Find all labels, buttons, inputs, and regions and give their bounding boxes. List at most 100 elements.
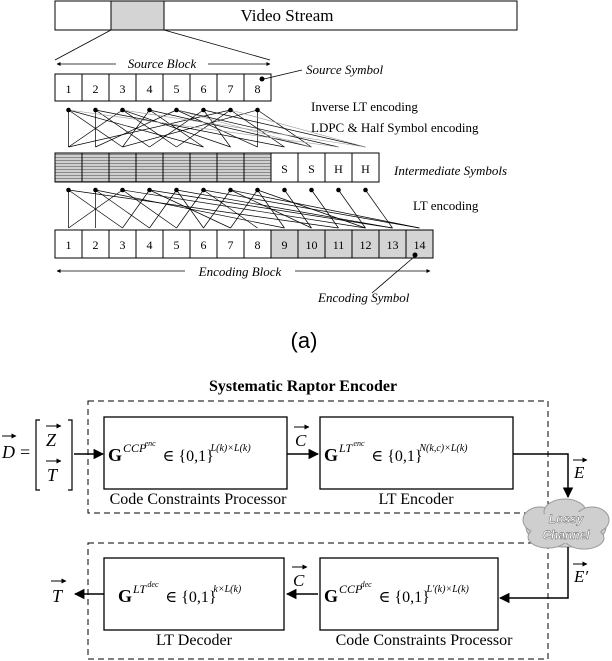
inverse-lt-edge [230, 109, 366, 148]
output-T: T [52, 586, 64, 606]
matrix-superscript-sub: enc [353, 439, 365, 448]
source-symbol-text: 4 [147, 82, 153, 96]
source-symbol-text: 3 [120, 82, 126, 96]
source-symbol-cell: 7 [216, 73, 245, 102]
set-membership: ∈ {0,1} [165, 589, 216, 606]
input-vector: D = Z T [1, 419, 73, 491]
lt-node [147, 187, 152, 193]
input-D: D [1, 442, 15, 462]
source-symbol-text: 2 [93, 82, 99, 96]
source-symbol-pointer [263, 69, 303, 80]
intermediate-hatched-cell [108, 152, 137, 183]
inverse-lt-node [228, 107, 233, 113]
matrix-dimension: N(k,c)×L(k) [418, 443, 468, 454]
matrix-superscript: CCP [339, 582, 363, 596]
encoding-symbol-text: 6 [201, 238, 207, 252]
inverse-lt-edge [68, 109, 231, 148]
encoding-symbol-text: 13 [387, 238, 399, 252]
lt-encoder-box [319, 416, 514, 490]
encoding-symbol-text: 10 [306, 238, 318, 252]
lt-encoding-label: LT encoding [413, 198, 479, 213]
lt-edge [149, 189, 393, 229]
lt-decoder-label: LT Decoder [156, 632, 233, 649]
encoding-symbol-cell: 8 [243, 229, 272, 259]
ccp-encoder-label: Code Constraints Processor [110, 491, 288, 508]
video-stream-label: Video Stream [241, 6, 334, 25]
encoding-symbol-text: 14 [414, 238, 426, 252]
inverse-lt-node [201, 107, 206, 113]
matrix-superscript: CCP [123, 441, 147, 455]
source-symbol-cell: 2 [81, 73, 110, 102]
source-symbol-cell: 8 [243, 73, 272, 102]
lt-node [201, 187, 206, 193]
matrix-G: G [324, 586, 338, 606]
c-label-dec: C [293, 571, 305, 590]
source-symbol-cell: 5 [162, 73, 191, 102]
encoding-symbol-cell: 10 [297, 229, 326, 259]
lt-node [336, 187, 341, 193]
ccp-encoder-box [103, 416, 288, 490]
encoding-symbol-cell: 4 [135, 229, 164, 259]
inverse-lt-edge [176, 109, 312, 148]
set-membership: ∈ {0,1} [379, 589, 430, 606]
bracket-right [68, 419, 73, 491]
encoding-symbol-cell: 2 [81, 229, 110, 259]
lt-edge [95, 189, 285, 229]
inverse-lt-node [120, 107, 125, 113]
lt-node [228, 187, 233, 193]
inverse-lt-edge [122, 109, 258, 148]
lt-edge [122, 189, 177, 229]
e-label: E [573, 463, 585, 482]
e-arrow [513, 453, 574, 499]
matrix-dimension: k×L(k) [213, 584, 242, 595]
lt-edge [365, 189, 393, 229]
source-symbol-text: 7 [228, 82, 234, 96]
source-symbol-dot [259, 76, 265, 82]
video-stream-segment [110, 0, 165, 31]
lt-node [66, 187, 71, 193]
ccp-decoder-label: Code Constraints Processor [336, 632, 514, 649]
lossy-label-1: Lossy [549, 512, 585, 526]
intermediate-symbols-label: Intermediate Symbols [393, 163, 507, 178]
lt-network [66, 187, 420, 229]
intermediate-hatched-cell [162, 152, 191, 183]
encoding-symbol-cell: 6 [189, 229, 218, 259]
encoding-symbol-dot [412, 252, 418, 258]
ccp-decoder-box [319, 557, 499, 631]
matrix-superscript: LT [338, 441, 353, 455]
lossy-channel-cloud: Lossy Channel [522, 498, 610, 550]
encoding-symbol-cell: 13 [378, 229, 407, 259]
inverse-lt-edge [257, 109, 312, 148]
caption-a: (a) [291, 328, 318, 353]
inverse-lt-edge [203, 109, 231, 148]
video-stream: Video Stream [54, 0, 518, 31]
segment-expand-left [54, 29, 112, 61]
lt-edge [284, 189, 312, 229]
c-label-enc: C [295, 431, 307, 450]
intermediate-hatched-cell [54, 152, 83, 183]
source-symbol-cell: 1 [54, 73, 83, 102]
source-symbol-text: 5 [174, 82, 180, 96]
encoding-symbol-pointer [371, 256, 415, 294]
bracket-left [35, 419, 40, 491]
e-prime-label: E′ [573, 567, 588, 586]
encoding-symbol-text: 8 [255, 238, 261, 252]
lt-edge [95, 189, 150, 229]
matrix-superscript: LT [132, 582, 147, 596]
lossy-label-2: Channel [542, 528, 590, 542]
lt-edge [203, 189, 258, 229]
source-block-label: Source Block [128, 56, 197, 71]
matrix-G: G [108, 445, 122, 465]
matrix-superscript-sub: dec [147, 580, 159, 589]
intermediate-hatched-cell [189, 152, 218, 183]
encoding-symbol-text: 4 [147, 238, 153, 252]
intermediate-symbol-text: H [334, 162, 343, 176]
inverse-lt-edge [95, 109, 150, 148]
source-symbol-text: 6 [201, 82, 207, 96]
